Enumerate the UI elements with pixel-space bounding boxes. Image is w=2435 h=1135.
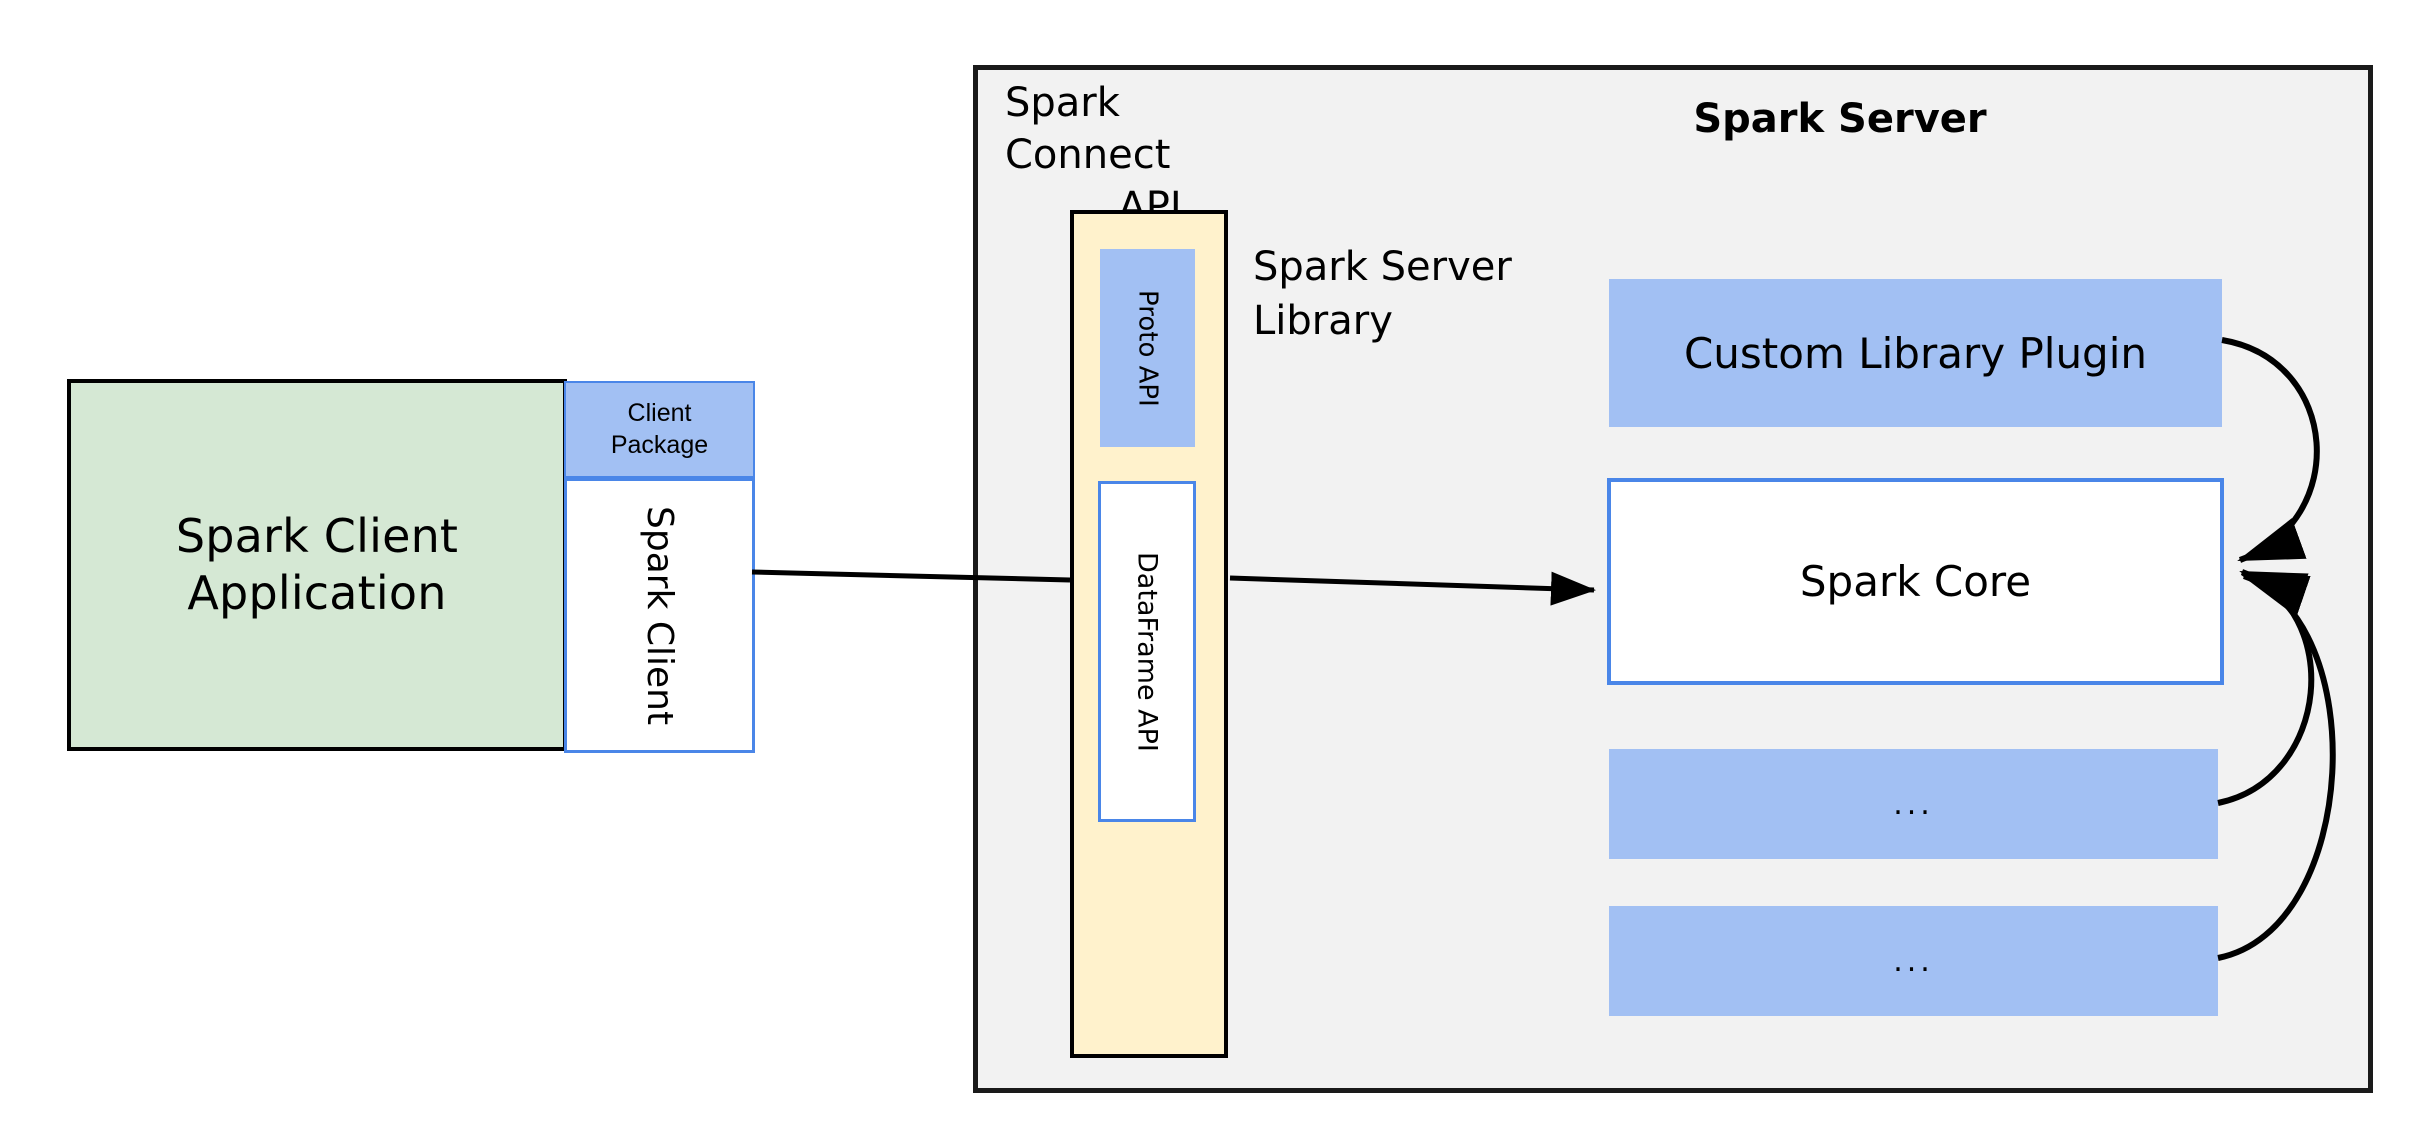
spark-connect-api-label: Spark Connect API bbox=[1005, 65, 1295, 230]
spark-core-box[interactable]: Spark Core bbox=[1607, 478, 2224, 685]
custom-library-plugin-label: Custom Library Plugin bbox=[1683, 328, 2148, 378]
client-package-line2: Package bbox=[610, 430, 709, 459]
spark-server-library-line1: Spark Server bbox=[1253, 244, 1512, 290]
dataframe-api-box[interactable]: DataFrame API bbox=[1098, 481, 1196, 822]
ellipsis-box-1-label: ... bbox=[1893, 786, 1934, 822]
spark-client-label: Spark Client bbox=[639, 505, 680, 726]
ellipsis-box-2[interactable]: ... bbox=[1609, 906, 2218, 1016]
proto-api-box[interactable]: Proto API bbox=[1100, 249, 1195, 447]
spark-client-application-box[interactable]: Spark Client Application bbox=[67, 379, 567, 751]
spark-server-library-label: Spark Server Library bbox=[1253, 240, 1543, 360]
client-application-line2: Application bbox=[187, 566, 447, 620]
client-package-box[interactable]: Client Package bbox=[564, 381, 755, 478]
spark-client-box[interactable]: Spark Client bbox=[564, 478, 755, 753]
ellipsis-box-1[interactable]: ... bbox=[1609, 749, 2218, 859]
proto-api-label: Proto API bbox=[1132, 289, 1163, 407]
client-package-line1: Client bbox=[627, 399, 692, 428]
spark-connect-api-line1: Spark Connect bbox=[1005, 80, 1171, 178]
spark-core-label: Spark Core bbox=[1799, 557, 2032, 606]
ellipsis-box-2-label: ... bbox=[1893, 943, 1934, 979]
custom-library-plugin-box[interactable]: Custom Library Plugin bbox=[1609, 279, 2222, 427]
spark-server-library-line2: Library bbox=[1253, 298, 1393, 344]
spark-server-title: Spark Server bbox=[1693, 96, 1987, 142]
dataframe-api-label: DataFrame API bbox=[1131, 551, 1163, 752]
client-application-line1: Spark Client bbox=[175, 508, 459, 563]
